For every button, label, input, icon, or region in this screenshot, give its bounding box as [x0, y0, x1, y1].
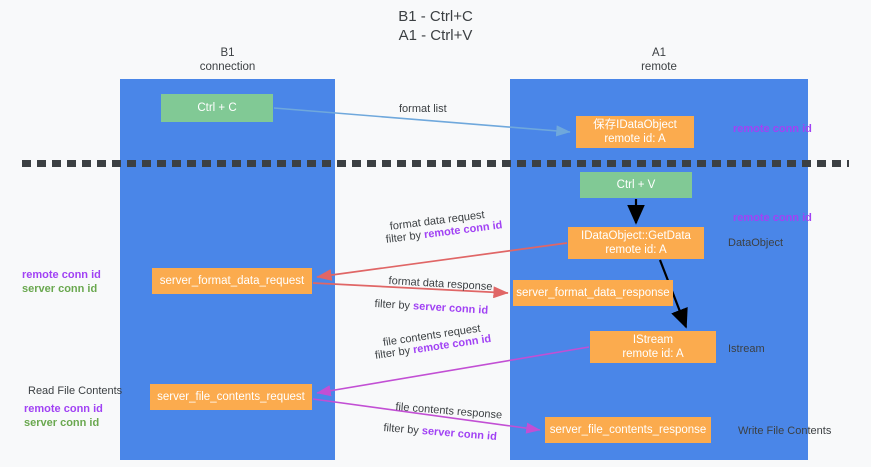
node-server-format-data-request-label: server_format_data_request — [159, 275, 305, 287]
node-istream-label: IStream — [632, 334, 674, 346]
filter-prefix: filter by — [385, 229, 425, 246]
filter-key-server-conn-id: server conn id — [412, 300, 489, 317]
node-ctrl-v-label: Ctrl + V — [616, 179, 656, 191]
node-save-idataobject-subtitle: remote id: A — [604, 133, 666, 145]
annotation-istream: Istream — [728, 343, 765, 355]
filter-prefix: filter by — [382, 421, 423, 438]
node-save-idataobject[interactable]: 保存IDataObject remote id: A — [576, 116, 694, 148]
annotation-left-remote-conn-id-mid: remote conn id — [22, 269, 101, 281]
node-server-file-contents-response[interactable]: server_file_contents_response — [545, 417, 711, 443]
node-idataobject-getdata[interactable]: IDataObject::GetData remote id: A — [568, 227, 704, 259]
annotation-remote-conn-id-top: remote conn id — [733, 123, 812, 135]
edge-label-file-contents-response: file contents response — [394, 400, 503, 422]
column-header-a1: A1 remote — [641, 47, 677, 73]
annotation-left-server-conn-id-bottom: server conn id — [24, 417, 100, 429]
phase-divider — [22, 160, 849, 167]
node-save-idataobject-label: 保存IDataObject — [593, 119, 677, 131]
node-istream[interactable]: IStream remote id: A — [590, 331, 716, 363]
annotation-remote-conn-id-mid: remote conn id — [733, 212, 812, 224]
annotation-left-remote-conn-id-bottom: remote conn id — [24, 403, 103, 415]
filter-key-server-conn-id: server conn id — [421, 425, 498, 444]
node-idataobject-getdata-label: IDataObject::GetData — [581, 230, 691, 242]
node-ctrl-v[interactable]: Ctrl + V — [580, 172, 692, 198]
node-server-format-data-response-label: server_format_data_response — [516, 287, 670, 299]
column-header-b1: B1 connection — [199, 47, 256, 73]
edge-label-format-list: format list — [399, 103, 447, 115]
node-idataobject-getdata-subtitle: remote id: A — [605, 244, 667, 256]
edge-label-file-contents-response-filter: filter by server conn id — [383, 421, 497, 444]
page-title: B1 - Ctrl+C A1 - Ctrl+V — [398, 8, 473, 44]
edge-label-format-data-response: format data response — [388, 274, 493, 294]
node-server-format-data-request[interactable]: server_format_data_request — [152, 268, 312, 294]
annotation-read-file-contents: Read File Contents — [28, 385, 123, 397]
annotation-left-server-conn-id-mid: server conn id — [22, 283, 98, 295]
node-ctrl-c-label: Ctrl + C — [197, 102, 237, 114]
node-server-file-contents-response-label: server_file_contents_response — [549, 424, 707, 436]
edge-label-format-data-response-filter: filter by server conn id — [374, 297, 488, 318]
filter-prefix: filter by — [374, 297, 414, 313]
node-ctrl-c[interactable]: Ctrl + C — [161, 94, 273, 122]
node-server-format-data-response[interactable]: server_format_data_response — [513, 280, 673, 306]
annotation-write-file-contents: Write File Contents — [738, 425, 832, 437]
node-server-file-contents-request[interactable]: server_file_contents_request — [150, 384, 312, 410]
annotation-dataobject: DataObject — [728, 237, 784, 249]
node-istream-subtitle: remote id: A — [622, 348, 684, 360]
filter-prefix: filter by — [374, 344, 415, 362]
node-server-file-contents-request-label: server_file_contents_request — [157, 391, 305, 403]
